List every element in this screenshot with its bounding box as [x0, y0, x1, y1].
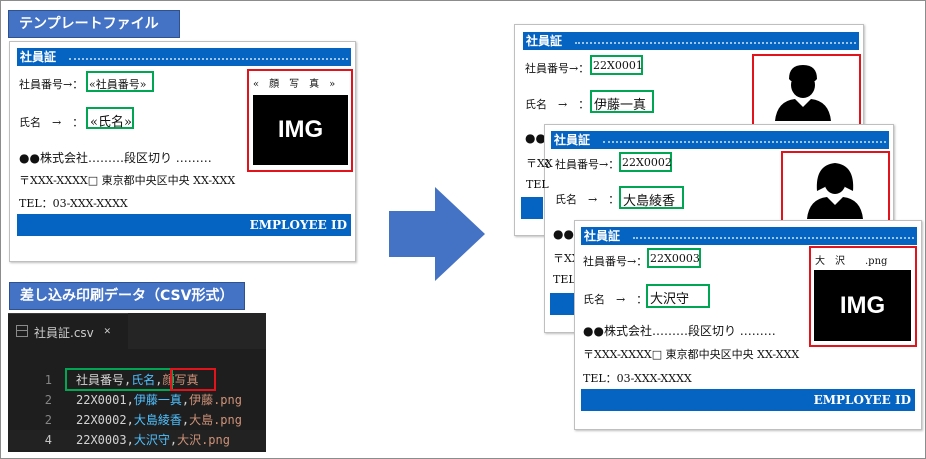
csv-emp-no: 社員番号 [76, 373, 125, 387]
employee-id-bar-peek [521, 197, 543, 219]
template-section-title: テンプレートファイル [8, 10, 180, 38]
csv-header-photo-highlight [170, 368, 216, 391]
address-peek: 〒XX [526, 157, 553, 170]
employee-id-bar: EMPLOYEE ID [581, 389, 915, 411]
employee-id-bar: EMPLOYEE ID [17, 214, 351, 236]
emp-no-value: 22X0003 [650, 252, 700, 265]
photo-field-highlight [247, 69, 353, 172]
person-male-icon [775, 65, 831, 121]
template-card: 社員証 社員番号→： «社員番号» 氏名 → ： «氏名» « 顔 写 真 » … [9, 41, 356, 262]
line-number: 2 [44, 393, 52, 407]
photo-placeholder-image: IMG [814, 270, 911, 341]
editor-tab-title: 社員証.csv [34, 326, 94, 340]
csv-name: 氏名 [131, 373, 156, 387]
emp-no-label: 社員番号→： [19, 78, 84, 91]
photo-highlight [809, 246, 917, 347]
emp-no-merge-field-highlight [86, 71, 154, 92]
emp-no-field-highlight [590, 55, 643, 75]
name-field-highlight [590, 90, 654, 113]
close-icon[interactable]: ✕ [104, 324, 111, 337]
photo-filename: 大 沢 .png [815, 256, 888, 267]
name-value: 伊藤一真 [594, 98, 647, 113]
csv-name: 伊藤一真 [133, 393, 182, 407]
csv-emp-no: 22X0001 [76, 393, 127, 407]
company-peek: ●● [553, 227, 574, 241]
editor-tab[interactable]: 社員証.csv ✕ [8, 313, 128, 350]
csv-photo: 大沢.png [177, 433, 230, 447]
header-dotted-line [69, 58, 348, 60]
name-field-highlight [619, 186, 684, 209]
header-dotted-line [575, 42, 856, 44]
csv-section-title: 差し込み印刷データ（CSV形式） [9, 282, 245, 310]
output-card-header-label: 社員証 [554, 133, 591, 147]
emp-no-field-highlight [647, 248, 701, 268]
output-card-header-label: 社員証 [526, 34, 563, 48]
name-value: 大島綾香 [623, 194, 676, 209]
line-number: 1 [44, 373, 52, 387]
emp-no-label: 社員番号→： [583, 255, 648, 268]
photo-placeholder-image: IMG [253, 95, 348, 165]
output-card-3: 社員証 社員番号→： 22X0003 氏名 → ： 大沢守 大 沢 .png I… [574, 220, 922, 430]
csv-editor: 社員証.csv ✕ 1 社員番号,氏名,顔写真 2 22X0001,伊藤一真,伊… [8, 313, 266, 452]
arrow-right-icon [389, 187, 485, 281]
template-card-header: 社員証 [17, 48, 351, 66]
output-card-header: 社員証 [523, 32, 859, 50]
csv-line: 2 22X0001,伊藤一真,伊藤.png [8, 390, 266, 410]
csv-photo: 大島.png [189, 413, 242, 427]
photo-merge-field: « 顔 写 真 » [253, 79, 336, 90]
csv-line: 4 22X0003,大沢守,大沢.png [8, 430, 266, 450]
company-name: ●● [525, 131, 546, 145]
name-merge-field: «氏名» [90, 115, 132, 130]
telephone-peek: TEL [526, 178, 549, 191]
csv-name: 大島綾香 [133, 413, 182, 427]
name-label: 氏名 → ： [583, 293, 648, 306]
name-label: 氏名 → ： [19, 116, 84, 129]
emp-no-value: 22X0001 [593, 59, 643, 72]
address-peek: 〒XX [553, 252, 580, 265]
emp-no-field-highlight [619, 152, 672, 172]
line-number: 4 [44, 433, 52, 447]
person-female-icon [807, 163, 863, 219]
csv-header-fields-highlight [65, 368, 173, 391]
output-card-header-label: 社員証 [584, 229, 621, 243]
csv-code: 22X0001,伊藤一真,伊藤.png [76, 393, 242, 407]
header-dotted-line [603, 141, 886, 143]
address: 〒XX [545, 156, 550, 172]
telephone-peek: TEL [553, 273, 576, 286]
emp-no-merge-field: «社員番号» [89, 78, 147, 91]
company-name: ●●株式会社………段区切り ……… [583, 324, 776, 338]
csv-photo: 伊藤.png [189, 393, 242, 407]
header-dotted-line [633, 237, 914, 239]
csv-file-icon [16, 325, 28, 337]
csv-code: 22X0003,大沢守,大沢.png [76, 433, 230, 447]
name-field-highlight [646, 284, 710, 308]
address: 〒XXX-XXXX□ 東京都中央区中央 XX-XXX [19, 174, 236, 187]
company-name: ●●株式会社………段区切り ……… [19, 151, 212, 165]
csv-emp-no: 22X0003 [76, 433, 127, 447]
output-card-header: 社員証 [551, 131, 889, 149]
name-merge-field-highlight [86, 107, 134, 129]
csv-code: 22X0002,大島綾香,大島.png [76, 413, 242, 427]
csv-file-icon-grid [16, 330, 28, 331]
csv-emp-no: 22X0002 [76, 413, 127, 427]
csv-name: 大沢守 [133, 433, 170, 447]
telephone: TEL：03-XXX-XXXX [583, 372, 692, 385]
emp-no-label: 社員番号→： [525, 62, 590, 75]
emp-no-label: 社員番号→： [555, 158, 620, 171]
telephone: TEL：03-XXX-XXXX [19, 197, 128, 210]
csv-line: 2 22X0002,大島綾香,大島.png [8, 410, 266, 430]
name-label: 氏名 → ： [555, 193, 620, 206]
output-card-header: 社員証 [581, 227, 917, 245]
employee-id-bar-peek [550, 293, 575, 315]
name-label: 氏名 → ： [525, 98, 590, 111]
emp-no-value: 22X0002 [622, 156, 672, 169]
name-value: 大沢守 [650, 292, 690, 307]
template-card-header-label: 社員証 [20, 50, 57, 64]
line-number: 2 [44, 413, 52, 427]
address: 〒XXX-XXXX□ 東京都中央区中央 XX-XXX [583, 348, 800, 361]
